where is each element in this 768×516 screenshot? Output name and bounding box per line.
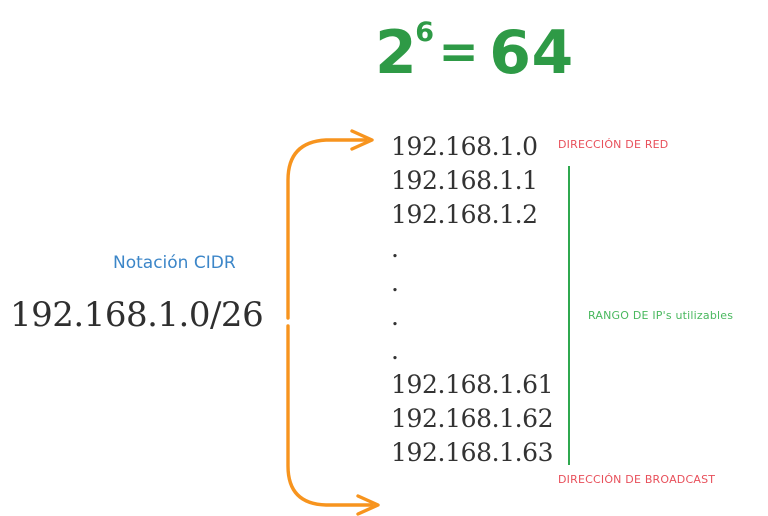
- annotation-broadcast-address: DIRECCIÓN DE BROADCAST: [558, 473, 716, 486]
- list-item: 192.168.1.63: [391, 438, 554, 467]
- cidr-notation-value: 192.168.1.0/26: [10, 295, 264, 335]
- vertical-rule-icon: [568, 166, 570, 465]
- cidr-notation-label: Notación CIDR: [113, 253, 236, 273]
- list-item: 192.168.1.1: [391, 166, 538, 195]
- annotation-usable-range: RANGO DE IP's utilizables: [588, 309, 734, 322]
- curved-arrow-down-right-icon: [286, 324, 380, 516]
- curved-arrow-up-right-icon: [286, 129, 374, 320]
- list-item-ellipsis: .: [391, 234, 399, 263]
- annotation-network-address: DIRECCIÓN DE RED: [558, 138, 669, 151]
- formula-equals: =: [438, 24, 480, 80]
- list-item: 192.168.1.2: [391, 200, 538, 229]
- list-item: 192.168.1.61: [391, 370, 554, 399]
- list-item-ellipsis: .: [391, 268, 399, 297]
- formula-exponent: 6: [415, 17, 435, 48]
- formula-base: 2: [375, 18, 418, 88]
- list-item-ellipsis: .: [391, 336, 399, 365]
- list-item: 192.168.1.62: [391, 404, 554, 433]
- ip-address-list: 192.168.1.0 192.168.1.1 192.168.1.2 . . …: [391, 130, 561, 470]
- list-item-ellipsis: .: [391, 302, 399, 331]
- power-formula: 26=64: [375, 18, 574, 88]
- list-item: 192.168.1.0: [391, 132, 538, 161]
- formula-result: 64: [489, 18, 574, 88]
